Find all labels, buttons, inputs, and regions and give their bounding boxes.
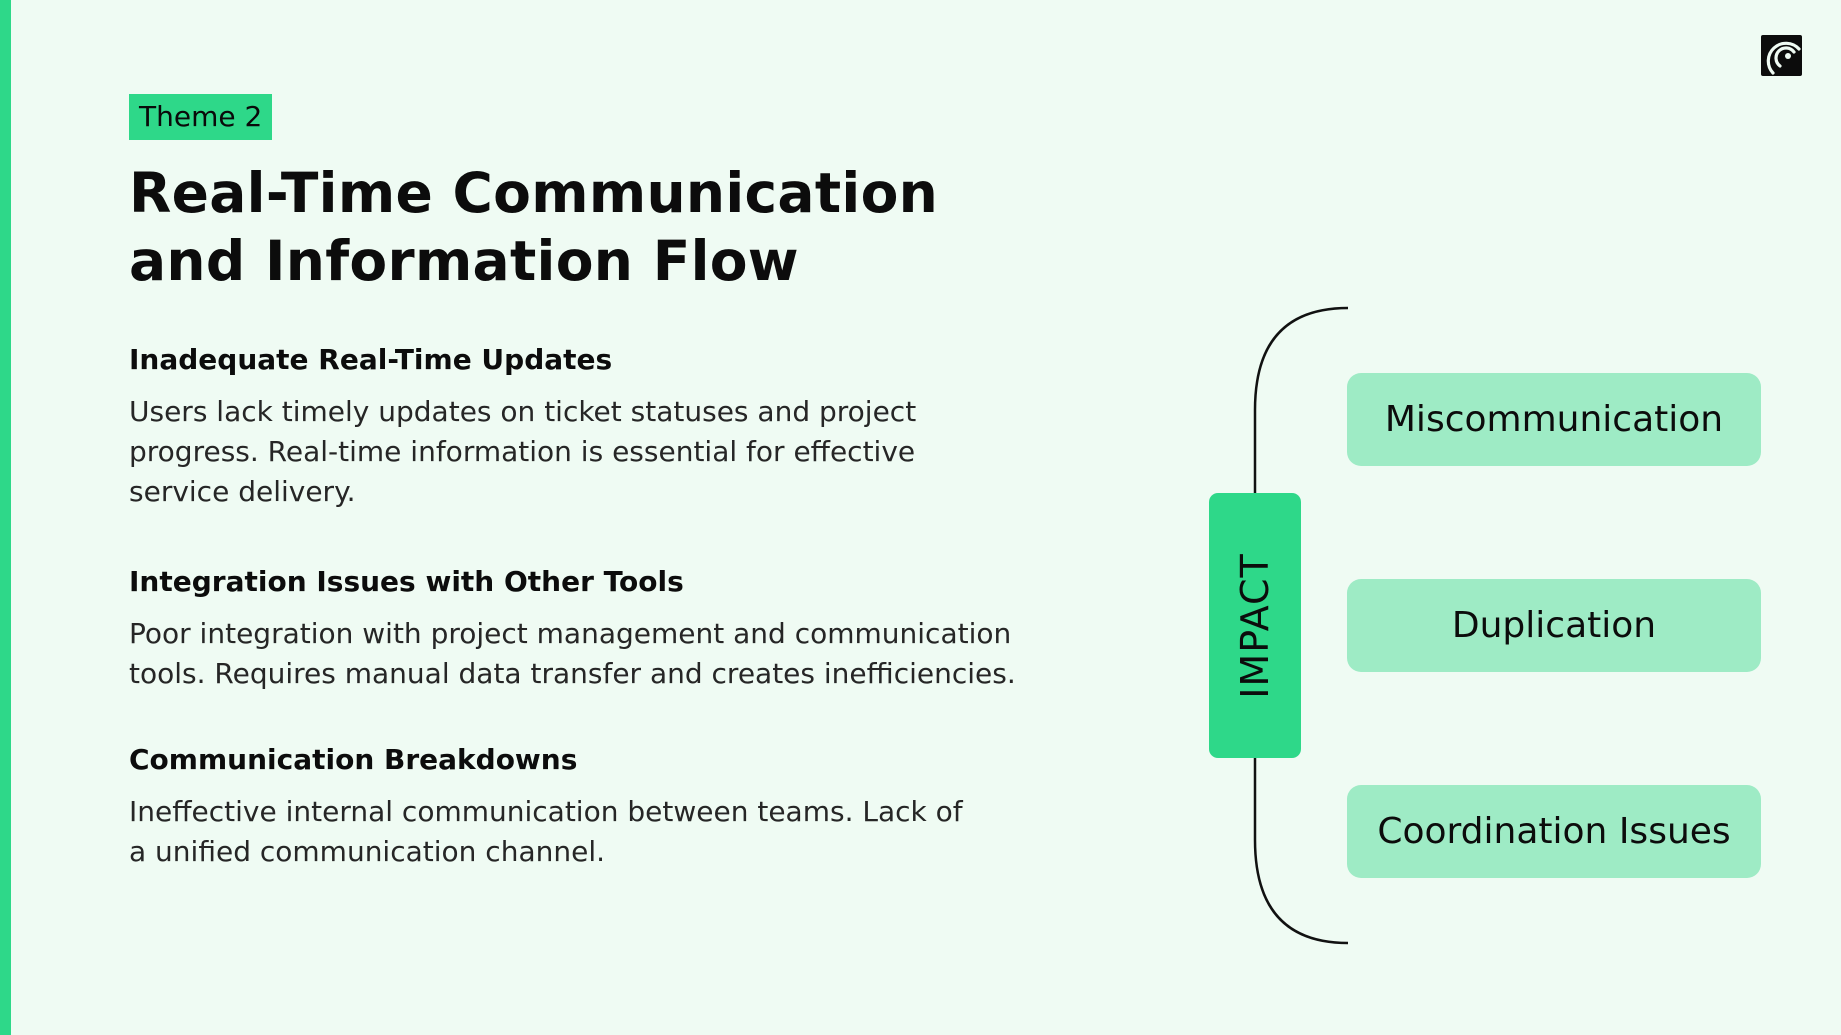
left-accent-bar	[0, 0, 11, 1035]
section-heading-integration-issues: Integration Issues with Other Tools	[129, 565, 684, 598]
impact-box: IMPACT	[1209, 493, 1301, 758]
section-heading-real-time-updates: Inadequate Real-Time Updates	[129, 343, 613, 376]
section-body-communication-breakdowns: Ineffective internal communication betwe…	[129, 795, 963, 868]
section-body-integration-issues: Poor integration with project management…	[129, 617, 1016, 690]
section-heading-communication-breakdowns: Communication Breakdowns	[129, 743, 578, 776]
impact-item-duplication: Duplication	[1347, 579, 1761, 672]
section-body-real-time-updates: Users lack timely updates on ticket stat…	[129, 395, 917, 508]
impact-brace	[1253, 306, 1349, 945]
theme-tag: Theme 2	[129, 94, 273, 140]
brand-logo-icon	[1761, 35, 1802, 76]
impact-item-coordination-issues: Coordination Issues	[1347, 785, 1761, 878]
impact-item-miscommunication: Miscommunication	[1347, 373, 1761, 466]
page-title: Real-Time Communication and Information …	[129, 161, 939, 293]
impact-label: IMPACT	[1233, 552, 1277, 699]
